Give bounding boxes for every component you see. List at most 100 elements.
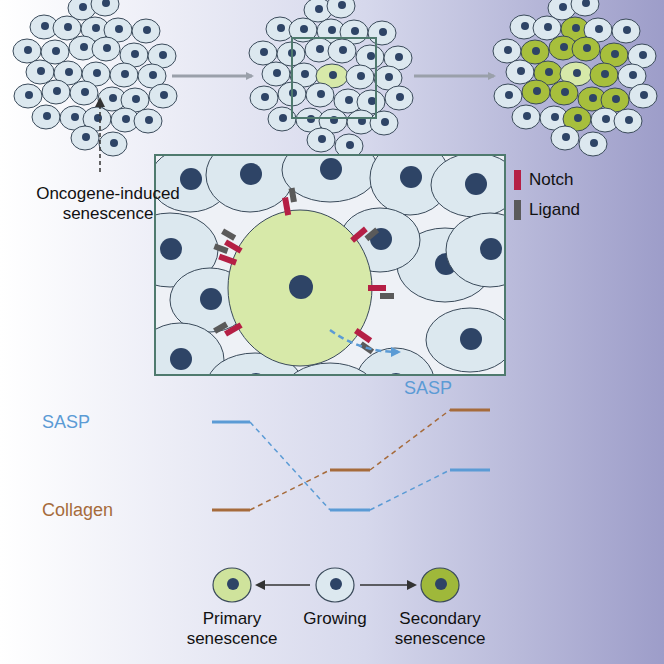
nucleus [200, 288, 222, 310]
cell [306, 83, 334, 107]
nucleus [37, 67, 45, 75]
nucleus [345, 96, 353, 104]
ligand [223, 231, 235, 238]
legend-text: Ligand [529, 200, 580, 220]
cell [282, 155, 378, 202]
cell-label: Growing [285, 609, 385, 629]
ligand [380, 293, 394, 299]
connector-arrow [360, 584, 415, 586]
nucleus [589, 94, 597, 102]
nucleus [351, 27, 359, 35]
cell [614, 109, 642, 133]
step-arrow [414, 75, 494, 78]
nucleus [611, 50, 619, 58]
nucleus [551, 113, 559, 121]
nucleus [504, 46, 512, 54]
nucleus [367, 52, 375, 60]
cell [328, 39, 356, 63]
nucleus [277, 24, 285, 32]
nucleus [561, 88, 569, 96]
nucleus [110, 139, 118, 147]
cell [370, 111, 398, 135]
cell [590, 63, 618, 87]
nucleus [517, 67, 525, 75]
nucleus [505, 91, 513, 99]
cell [550, 81, 578, 105]
legend-item: Notch [514, 170, 573, 190]
nucleus [64, 23, 72, 31]
cell [14, 84, 42, 108]
nucleus [465, 173, 487, 195]
step-arrow [172, 75, 252, 78]
nucleus [574, 114, 582, 122]
nucleus [460, 328, 482, 350]
nucleus [316, 45, 324, 53]
cell [512, 105, 540, 129]
nucleus [160, 91, 168, 99]
nucleus [300, 25, 308, 33]
notch-receptor [356, 330, 371, 340]
nucleus [82, 133, 90, 141]
nucleus [301, 70, 309, 78]
nucleus [79, 3, 87, 11]
cell [250, 86, 278, 110]
nucleus [572, 24, 580, 32]
cell [522, 80, 550, 104]
cell-label: Primary senescence [182, 609, 282, 649]
nucleus [81, 88, 89, 96]
nucleus [629, 71, 637, 79]
cell [99, 132, 127, 156]
cell [446, 213, 505, 287]
nucleus [131, 50, 139, 58]
nucleus [533, 87, 541, 95]
nucleus [640, 91, 648, 99]
nucleus [41, 22, 49, 30]
nucleus [601, 70, 609, 78]
nucleus [602, 115, 610, 123]
inset-frame [155, 155, 505, 375]
nucleus [315, 5, 323, 13]
nucleus [379, 28, 387, 36]
nucleus [94, 114, 102, 122]
cell [32, 105, 60, 129]
cell [346, 65, 374, 89]
cell [431, 155, 505, 217]
nucleus [160, 238, 182, 260]
nucleus [562, 133, 570, 141]
cell [612, 19, 640, 43]
cell [206, 155, 294, 212]
cell [92, 37, 120, 61]
series-label: SASP [42, 412, 90, 432]
nucleus [328, 26, 336, 34]
annotation: Oncogene-induced senescence [8, 184, 208, 224]
cell-node: Secondary senescence [390, 565, 490, 649]
nucleus [80, 43, 88, 51]
nucleus [400, 166, 422, 188]
nucleus [595, 25, 603, 33]
nucleus [544, 23, 552, 31]
nucleus [289, 275, 313, 299]
nucleus [145, 116, 153, 124]
nucleus [582, 0, 590, 7]
nucleus [43, 112, 51, 120]
nucleus [240, 163, 262, 185]
cell [368, 21, 396, 45]
nucleus [109, 94, 117, 102]
nucleus [273, 69, 281, 77]
cell-node: Growing [285, 565, 385, 629]
nucleus [170, 348, 192, 370]
nucleus [180, 168, 202, 190]
nucleus [320, 158, 342, 180]
cell [53, 16, 81, 40]
nucleus [573, 69, 581, 77]
nucleus [346, 141, 354, 149]
legend-swatch [514, 170, 521, 190]
nucleus [260, 48, 268, 56]
cell [71, 126, 99, 150]
nucleus [625, 116, 633, 124]
cell [385, 86, 413, 110]
cell-label: Secondary senescence [390, 609, 490, 649]
nucleus [92, 24, 100, 32]
ligand [214, 246, 227, 251]
